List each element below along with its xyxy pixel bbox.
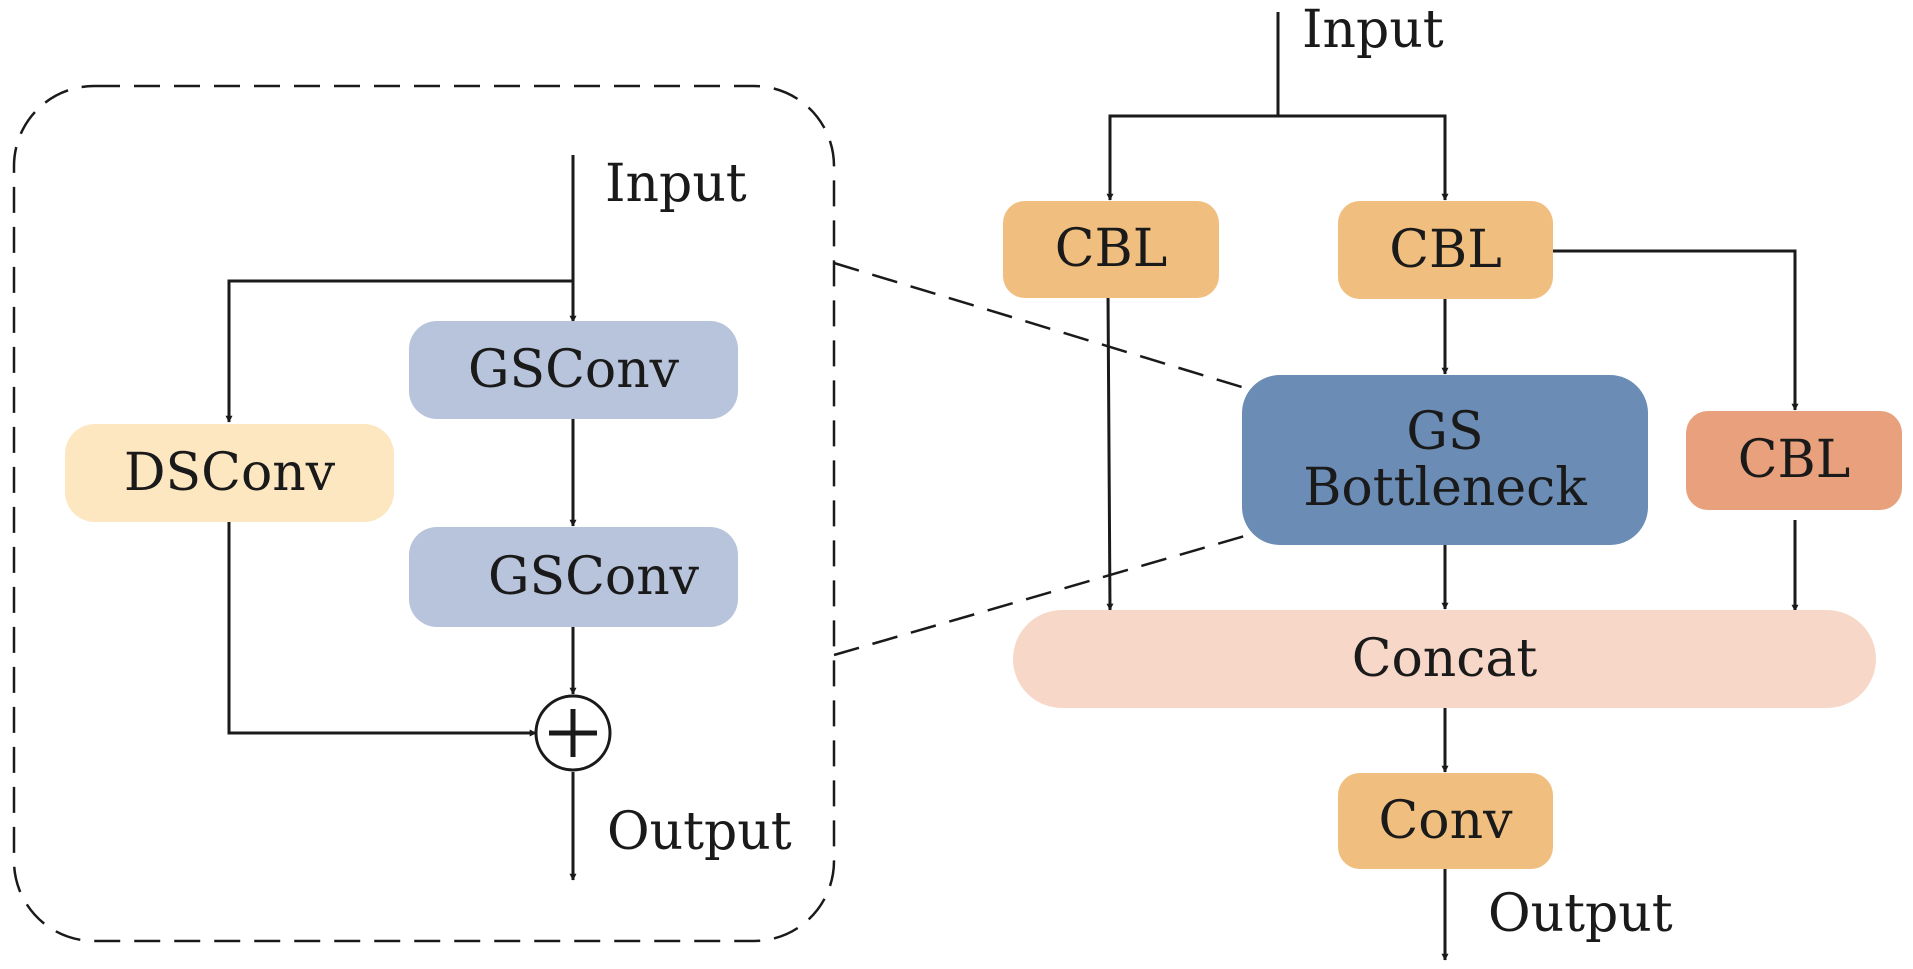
- cbl-left-label: CBL: [1054, 219, 1168, 280]
- gs-bottleneck-node: GS Bottleneck: [1242, 375, 1648, 545]
- dsconv-node: DSConv: [65, 424, 394, 522]
- add-node: [534, 694, 612, 772]
- left-branch-to-dsconv-arrow: [225, 279, 573, 423]
- gs-bottleneck-label-line2: Bottleneck: [1303, 458, 1587, 518]
- gsconv-bottom-node: GSConv: [409, 527, 738, 627]
- right-output-label: Output: [1488, 884, 1673, 944]
- cbl-right-label: CBL: [1737, 430, 1851, 491]
- cbl-right-node: CBL: [1686, 411, 1902, 510]
- cbl-middle-to-cbl-right-arrow: [1553, 249, 1799, 411]
- gs-bottleneck-label-line1: GS: [1406, 401, 1484, 462]
- cbl-middle-node: CBL: [1338, 201, 1553, 299]
- conv-label: Conv: [1378, 790, 1513, 851]
- concat-node: Concat: [1013, 610, 1876, 708]
- gs-bottleneck-detail-panel: [12, 84, 836, 943]
- zoom-connector-top: [833, 261, 1246, 390]
- zoom-connector-bottom: [833, 531, 1256, 657]
- cbl-left-node: CBL: [1003, 201, 1219, 298]
- cbl-middle-label: CBL: [1389, 219, 1502, 280]
- gsconv-top-node: GSConv: [409, 321, 738, 419]
- conv-node: Conv: [1338, 773, 1553, 869]
- right-input-label: Input: [1302, 0, 1444, 60]
- dsconv-to-add-arrow: [227, 522, 537, 737]
- concat-label: Concat: [1351, 628, 1538, 689]
- cbl-left-to-concat-arrow: [1106, 291, 1114, 611]
- gsconv-bottom-label: GSConv: [487, 546, 700, 607]
- input-to-cbl-middle-arrow: [1278, 114, 1449, 201]
- input-to-cbl-left-arrow: [1106, 114, 1278, 201]
- dsconv-label: DSConv: [123, 442, 336, 503]
- gsconv-top-label: GSConv: [467, 339, 680, 400]
- left-output-label: Output: [607, 802, 792, 862]
- left-input-label: Input: [605, 154, 747, 214]
